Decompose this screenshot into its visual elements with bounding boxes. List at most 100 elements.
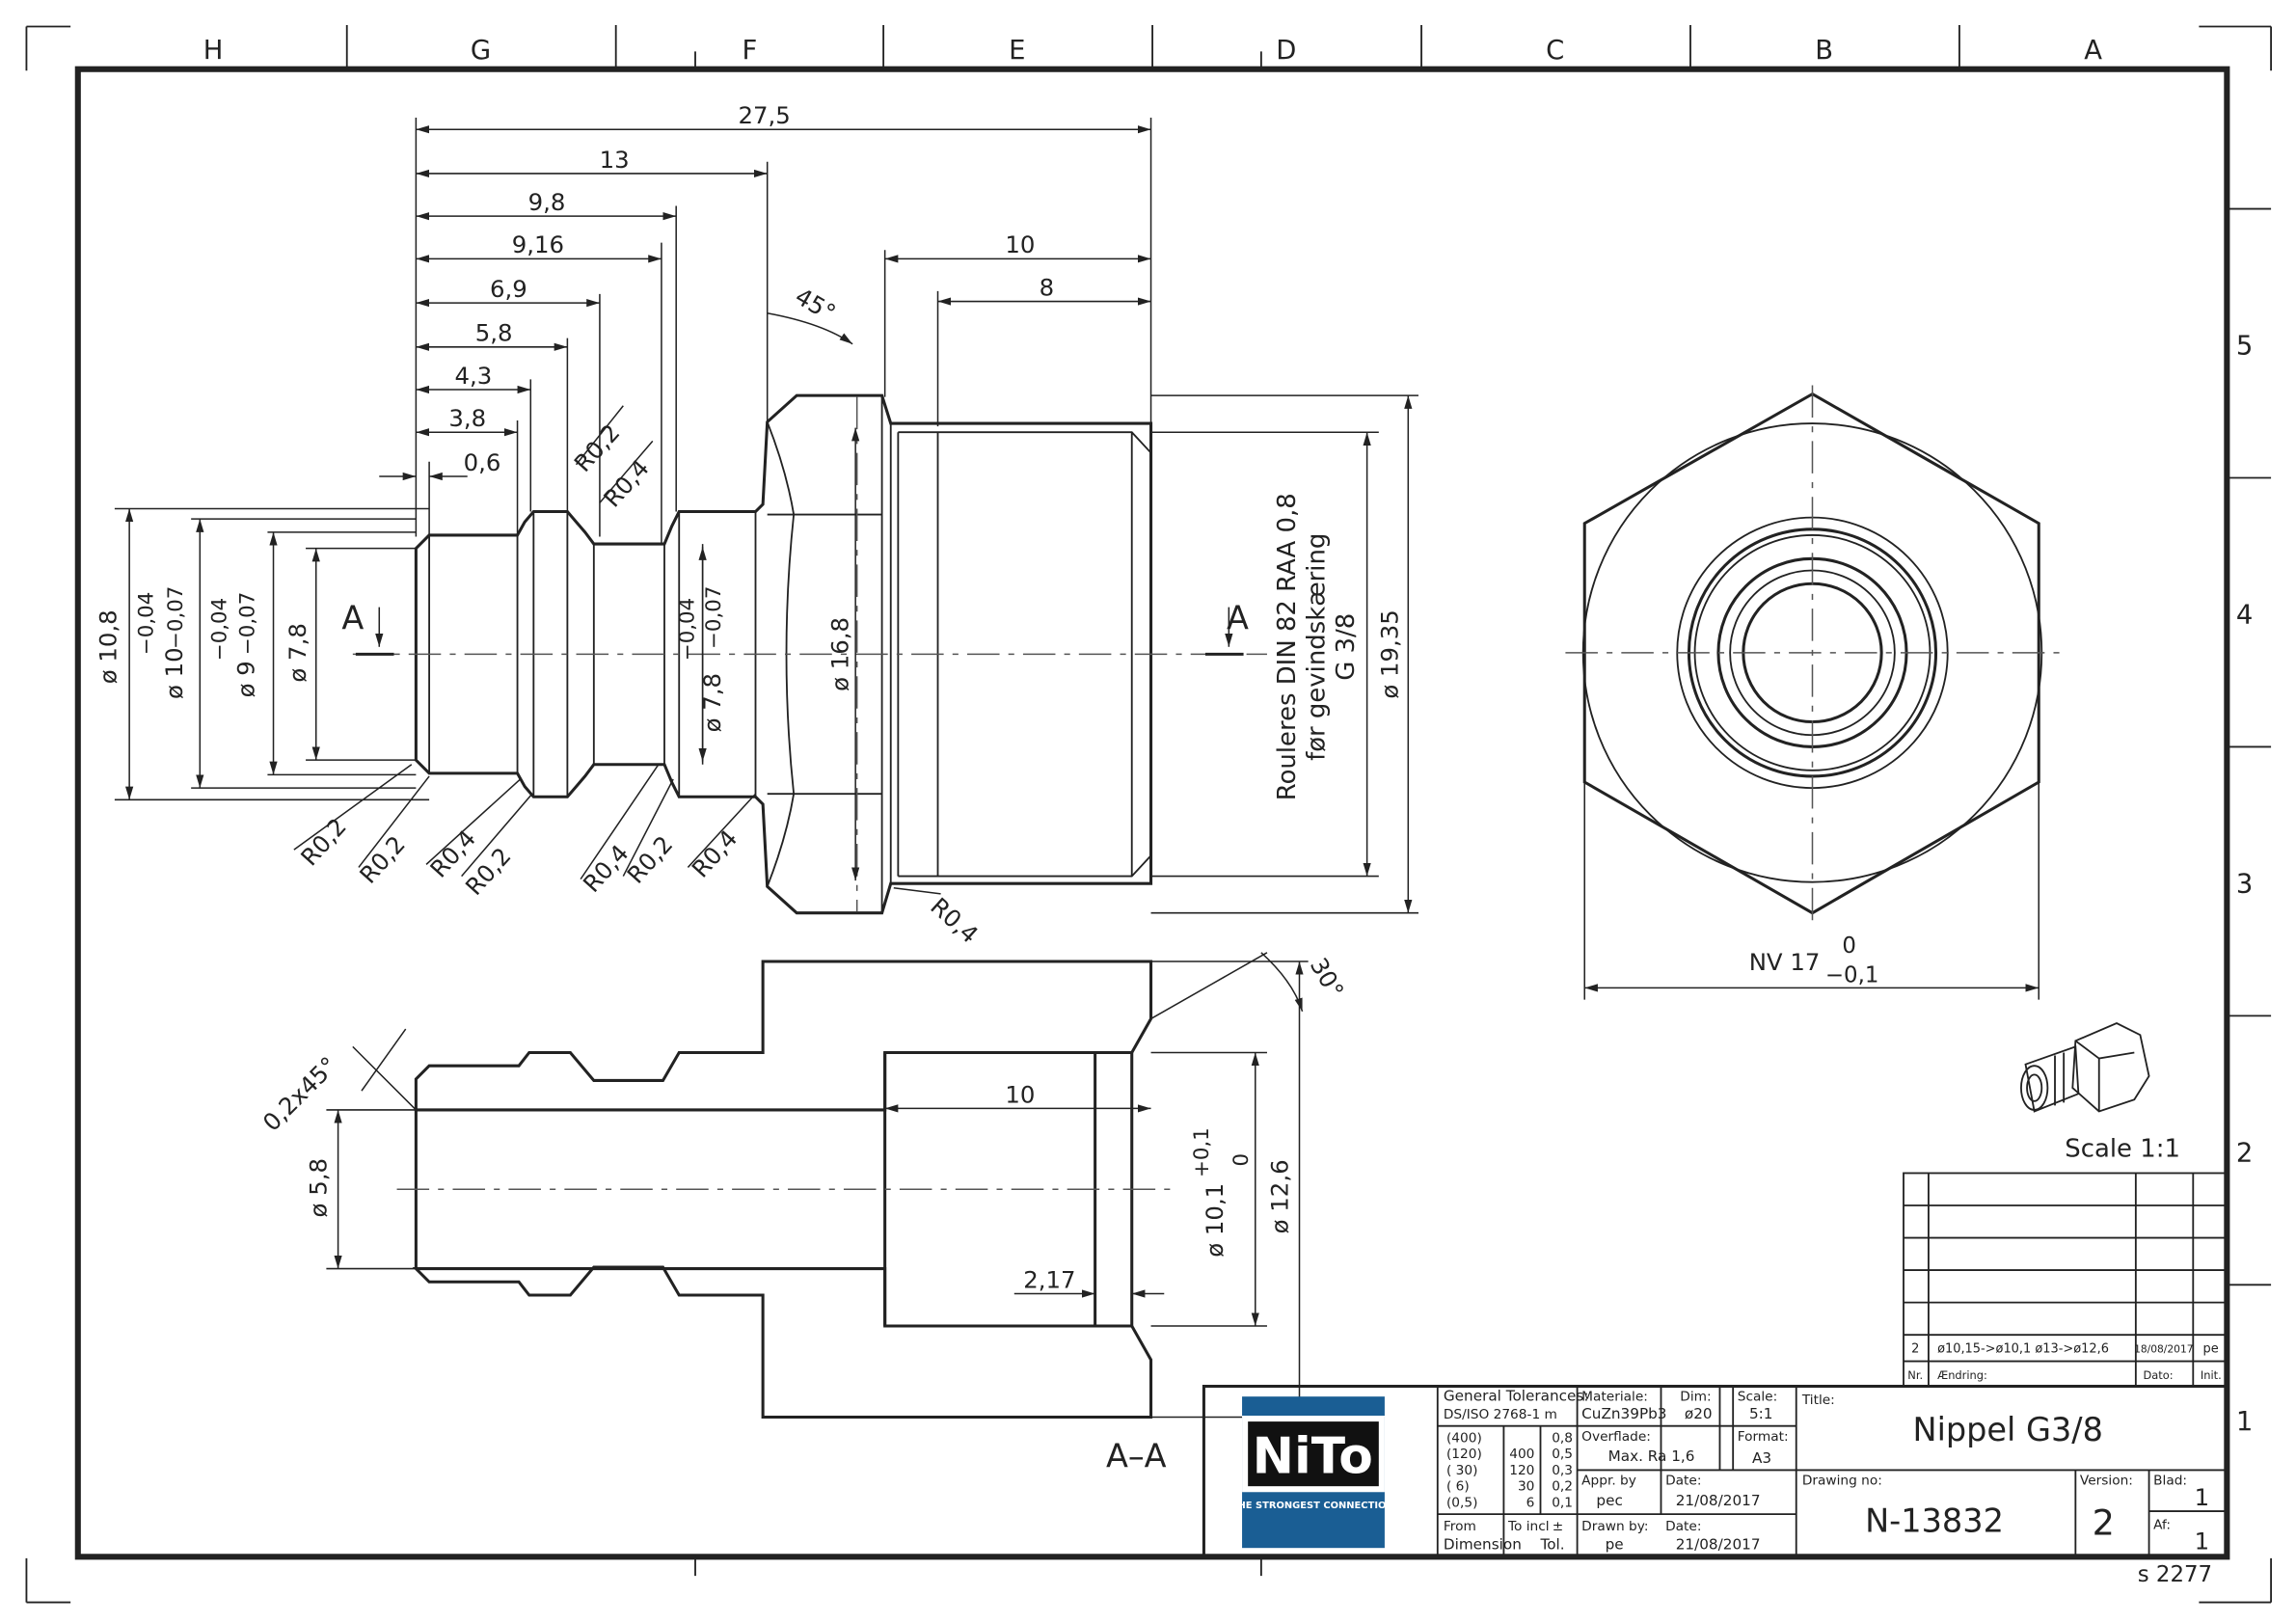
blad-label: Blad: bbox=[2153, 1474, 2187, 1489]
appr-date-label: Date: bbox=[1665, 1474, 1701, 1489]
tol-upper: −0,04 bbox=[208, 598, 232, 661]
tol-lower: −0,1 bbox=[1825, 962, 1879, 987]
logo-text: NiTo bbox=[1253, 1427, 1373, 1485]
rev-head-date: Dato: bbox=[2143, 1368, 2173, 1382]
section-view: A–A 0,2x45° ø 5,8 10 2,17 ø 10,1 +0,1 0 … bbox=[257, 952, 1350, 1474]
tol-from: ( 6) bbox=[1446, 1479, 1470, 1495]
drawing-no-label: Drawing no: bbox=[1802, 1474, 1882, 1489]
dim-d5-8: ø 5,8 bbox=[304, 1158, 332, 1217]
zone-label: F bbox=[743, 36, 758, 66]
dim-d10: ø 10 bbox=[160, 647, 188, 699]
note-line: før gevindskæring bbox=[1302, 533, 1331, 761]
tol-to: 6 bbox=[1526, 1496, 1535, 1511]
rev-head-init: Init. bbox=[2201, 1368, 2222, 1382]
note-line: Rouleres DIN 82 RAA 0,8 bbox=[1273, 493, 1302, 800]
format-label: Format: bbox=[1738, 1429, 1789, 1445]
horizontal-dimensions: 27,5 13 9,8 9,16 6,9 5,8 4,3 3,8 0,6 10 … bbox=[379, 101, 1151, 481]
drawn-date-label: Date: bbox=[1665, 1519, 1701, 1534]
radius-callouts: R0,2 R0,2 R0,4 R0,2 R0,4 R0,2 R0,4 R0,2 … bbox=[293, 405, 984, 949]
column-zones: H G F E D C B A bbox=[203, 36, 2103, 66]
drawing-number: N-13832 bbox=[1865, 1501, 2004, 1539]
row-zones: 5 4 3 2 1 bbox=[2236, 331, 2253, 1437]
tol-lower: −0,07 bbox=[164, 586, 188, 649]
tol-upper: 0 bbox=[1842, 933, 1856, 959]
radius-label: R0,2 bbox=[621, 830, 678, 889]
scale-label: Scale 1:1 bbox=[2065, 1135, 2180, 1164]
zone-label: 1 bbox=[2236, 1407, 2253, 1437]
revision-table: 2 ø10,15->ø10,1 ø13->ø12,6 18/08/2017 pe… bbox=[1903, 1172, 2228, 1388]
dim-d12-6: ø 12,6 bbox=[1265, 1159, 1293, 1233]
tol-lower: −0,07 bbox=[702, 586, 726, 649]
front-view: A A 27,5 13 9,8 9,16 6,9 5,8 4,3 3,8 0,6 bbox=[94, 101, 1418, 949]
zone-label: 4 bbox=[2236, 600, 2253, 630]
drawn-date-value: 21/08/2017 bbox=[1676, 1536, 1761, 1554]
dim-d19-35: ø 19,35 bbox=[1376, 609, 1404, 698]
drawing-title: Nippel G3/8 bbox=[1913, 1411, 2103, 1448]
diameter-dimensions: ø 10,8 ø 10 −0,04 −0,07 ø 9 −0,04 −0,07 … bbox=[94, 394, 1418, 914]
tol-label: Tol. bbox=[1539, 1536, 1564, 1554]
radius-label: R0,2 bbox=[295, 813, 352, 872]
dim-8: 8 bbox=[1040, 273, 1055, 301]
version-label: Version: bbox=[2080, 1474, 2133, 1489]
angle-30: 30° bbox=[1305, 953, 1350, 1003]
zone-label: G bbox=[471, 36, 491, 66]
dim-value: ø20 bbox=[1685, 1405, 1713, 1422]
section-letter: A bbox=[341, 599, 364, 636]
zone-label: 2 bbox=[2236, 1138, 2253, 1168]
dimension-label: Dimension bbox=[1444, 1536, 1522, 1554]
thread-note: Rouleres DIN 82 RAA 0,8 før gevindskærin… bbox=[1273, 493, 1361, 800]
tol-upper: −0,04 bbox=[675, 598, 699, 661]
zone-label: A bbox=[2084, 36, 2102, 66]
material-label: Materiale: bbox=[1581, 1390, 1648, 1405]
plus-minus: ± bbox=[1553, 1519, 1563, 1534]
dim-d9: ø 9 bbox=[232, 661, 260, 697]
dim-9-8: 9,8 bbox=[528, 188, 566, 216]
dim-9-16: 9,16 bbox=[512, 230, 564, 258]
appr-label: Appr. by bbox=[1581, 1474, 1636, 1489]
tol-upper: +0,1 bbox=[1190, 1127, 1214, 1177]
dim-label: Dim: bbox=[1680, 1390, 1711, 1405]
dim-d10-8: ø 10,8 bbox=[94, 609, 122, 684]
gen-tol-label: General Tolerances: bbox=[1444, 1388, 1589, 1405]
tol-to: 120 bbox=[1509, 1463, 1534, 1478]
dim-13: 13 bbox=[600, 146, 630, 174]
material-value: CuZn39Pb3 bbox=[1581, 1405, 1666, 1422]
tol-val: 0,1 bbox=[1552, 1496, 1573, 1511]
gen-tol-std: DS/ISO 2768-1 m bbox=[1444, 1407, 1557, 1422]
end-view: NV 17 0 −0,1 bbox=[1565, 385, 2062, 1000]
version-value: 2 bbox=[2093, 1501, 2115, 1543]
format-value: A3 bbox=[1752, 1449, 1771, 1467]
tol-from: (120) bbox=[1446, 1447, 1482, 1462]
section-title: A–A bbox=[1106, 1437, 1167, 1474]
tol-to: 400 bbox=[1509, 1447, 1534, 1462]
scale-title-label: Scale: bbox=[1738, 1390, 1777, 1405]
rev-head-nr: Nr. bbox=[1907, 1368, 1923, 1382]
dim-27-5: 27,5 bbox=[739, 101, 791, 129]
dim-0-6: 0,6 bbox=[464, 448, 501, 476]
nv-label: NV 17 bbox=[1749, 948, 1821, 976]
dim-d10-1: ø 10,1 bbox=[1201, 1183, 1229, 1258]
tol-lower: 0 bbox=[1229, 1153, 1254, 1167]
zone-label: E bbox=[1009, 36, 1025, 66]
from-label: From bbox=[1444, 1519, 1476, 1534]
tol-val: 0,3 bbox=[1552, 1463, 1573, 1478]
zone-label: D bbox=[1276, 36, 1296, 66]
tol-from: (0,5) bbox=[1446, 1496, 1477, 1511]
dim-thread-2-17: 2,17 bbox=[1023, 1265, 1075, 1293]
sheet-frame bbox=[25, 24, 2273, 1604]
logo-tagline: THE STRONGEST CONNECTION bbox=[1231, 1501, 1394, 1511]
title-label: Title: bbox=[1801, 1393, 1835, 1408]
to-label: To incl bbox=[1507, 1519, 1550, 1534]
drawn-value: pe bbox=[1606, 1536, 1624, 1554]
tol-val: 0,8 bbox=[1552, 1430, 1573, 1446]
radius-label: R0,2 bbox=[569, 419, 626, 477]
dim-4-3: 4,3 bbox=[454, 362, 492, 390]
tol-from: (400) bbox=[1446, 1430, 1482, 1446]
dim-10: 10 bbox=[1005, 230, 1035, 258]
note-line: G 3/8 bbox=[1332, 613, 1361, 681]
section-letter: A bbox=[1227, 599, 1249, 636]
tol-to: 30 bbox=[1518, 1479, 1534, 1495]
dim-5-8: 5,8 bbox=[475, 319, 513, 347]
blad-value: 1 bbox=[2195, 1483, 2210, 1511]
